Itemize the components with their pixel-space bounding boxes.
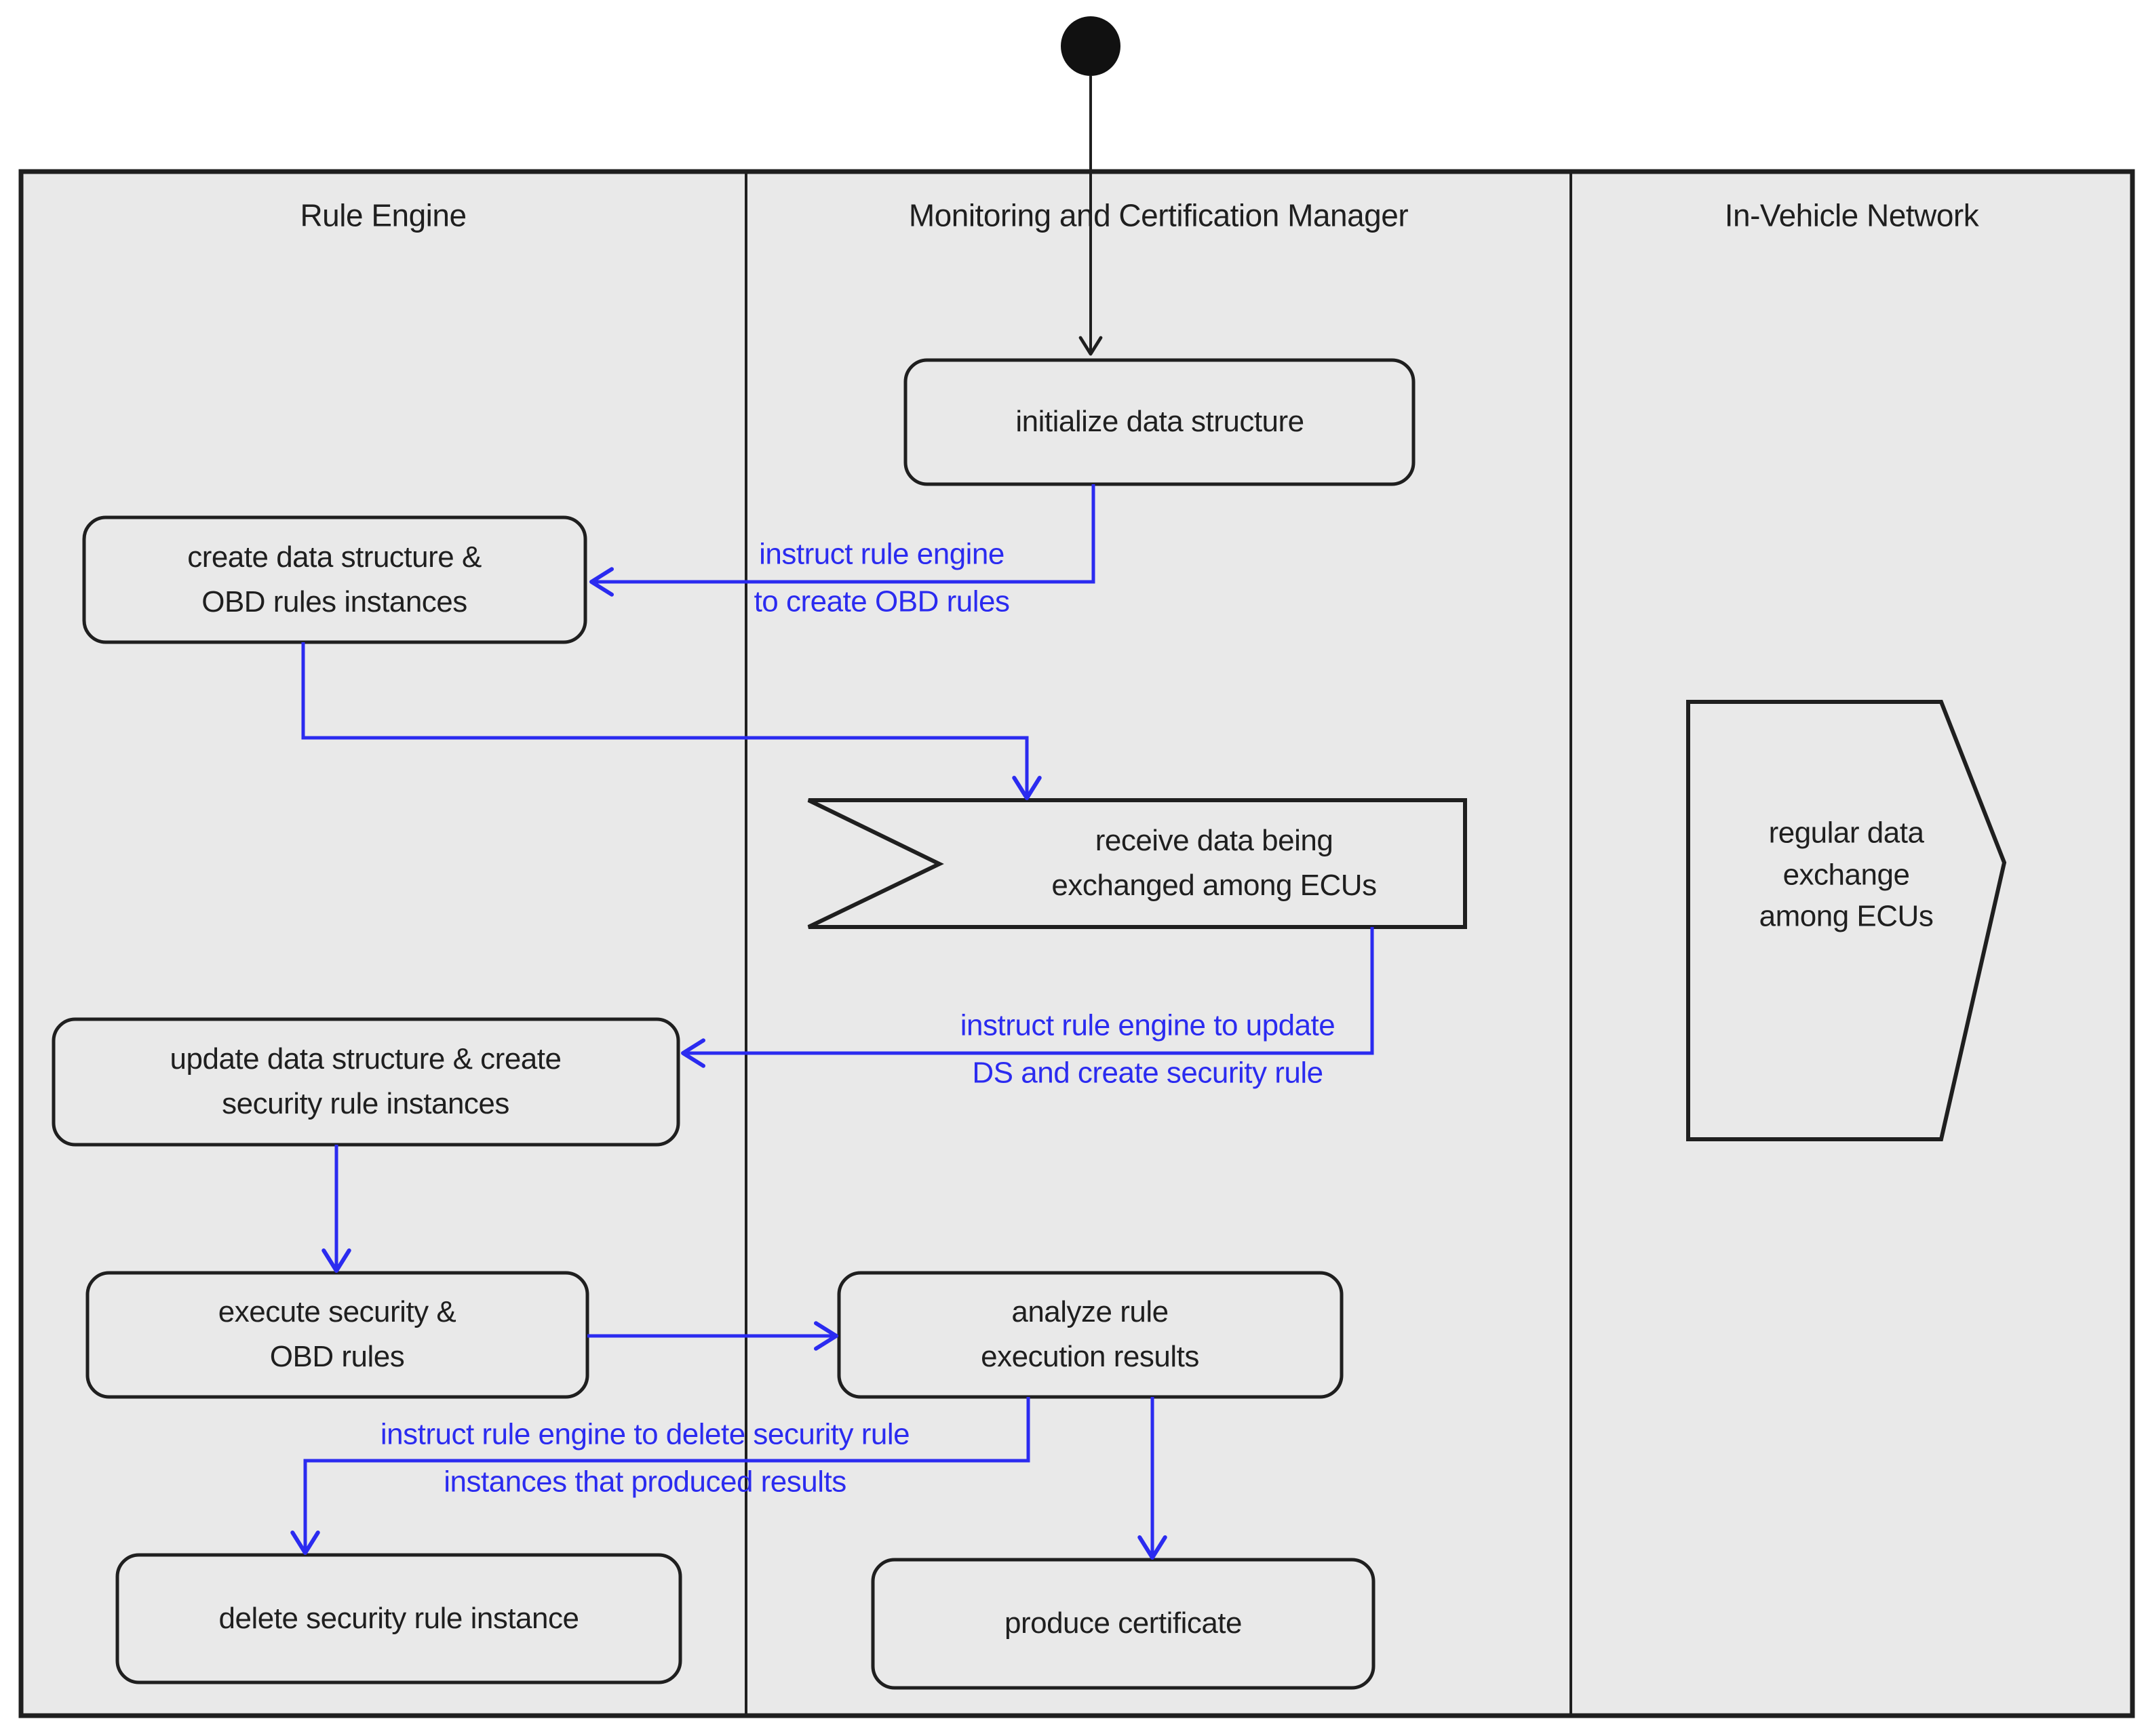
action-update-data-structure: [52, 1017, 680, 1147]
label-regular-data-exchange: regular data exchange among ECUs: [1759, 816, 1934, 933]
initial-node: [1061, 16, 1120, 76]
signal-send-regular-exchange: [1686, 700, 2007, 1141]
flow-analyze-to-delete: [290, 1397, 1030, 1555]
label-instruct-delete-security-rule: instruct rule engine to delete security …: [380, 1417, 910, 1499]
flow-receive-to-update: [681, 927, 1374, 1068]
action-create-data-structure-obd-rules: [82, 515, 587, 644]
action-initialize-data-structure: [903, 358, 1416, 486]
signal-receipt-receive-data: [807, 798, 1467, 929]
action-delete-security-rule: [115, 1553, 682, 1684]
lane-header-rule-engine: Rule Engine: [300, 197, 467, 233]
label-produce-certificate: produce certificate: [1004, 1606, 1243, 1640]
flow-create-obd-to-receive: [301, 642, 1042, 800]
flow-initialize-to-create-obd: [589, 484, 1095, 597]
lane-header-in-vehicle-network: In-Vehicle Network: [1724, 197, 1979, 233]
label-instruct-update-ds: instruct rule engine to update DS and cr…: [960, 1008, 1335, 1090]
action-produce-certificate: [871, 1558, 1376, 1690]
action-analyze-results: [837, 1271, 1344, 1399]
label-analyze-results: analyze rule execution results: [981, 1295, 1199, 1373]
lane-header-monitoring-certification-manager: Monitoring and Certification Manager: [908, 197, 1409, 233]
label-delete-security-rule: delete security rule instance: [218, 1602, 579, 1635]
label-instruct-create-obd-rules: instruct rule engine to create OBD rules: [754, 537, 1010, 618]
label-execute-rules: execute security & OBD rules: [218, 1295, 456, 1373]
label-create-data-structure-obd-rules: create data structure & OBD rules instan…: [187, 540, 482, 618]
label-initialize-data-structure: initialize data structure: [1015, 405, 1304, 438]
label-receive-data: receive data being exchanged among ECUs: [1051, 824, 1377, 902]
label-update-data-structure: update data structure & create security …: [170, 1042, 562, 1120]
